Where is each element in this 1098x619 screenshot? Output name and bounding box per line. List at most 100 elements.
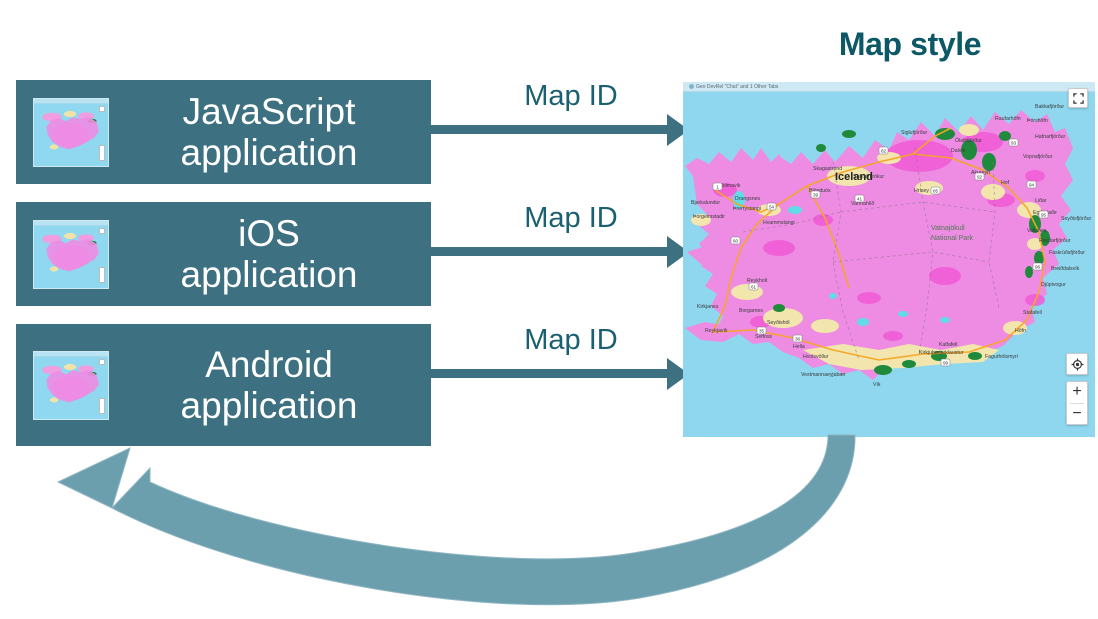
map-place-label: Kirkjubæjarklaustur bbox=[919, 350, 964, 356]
road-shield-label: 39 bbox=[813, 192, 819, 197]
road-shield-label: 54 bbox=[769, 204, 775, 209]
map-place-label: Skagaströnd bbox=[813, 166, 842, 172]
road-shield-label: 36 bbox=[795, 336, 801, 341]
thumb-tabbar bbox=[34, 220, 108, 226]
thumb-island-shape bbox=[40, 361, 102, 410]
zoom-separator bbox=[1070, 402, 1084, 404]
map-park-label-line1: Vatnajökull bbox=[931, 225, 965, 232]
thumb-zoom-controls-icon bbox=[99, 397, 105, 414]
app-label-line2: application bbox=[180, 132, 358, 173]
road-shield bbox=[810, 190, 821, 199]
road-shield bbox=[940, 358, 951, 367]
app-box-label: JavaScript application bbox=[109, 91, 431, 174]
map-place-label: Vallanes bbox=[1027, 228, 1047, 234]
map-place-label: Stafafell bbox=[1023, 310, 1042, 316]
app-label-line2: application bbox=[180, 385, 358, 426]
thumb-fullscreen-icon bbox=[99, 227, 105, 234]
road-shield bbox=[1032, 262, 1043, 271]
road-shield-label: 85 bbox=[933, 188, 939, 193]
map-thumbnail-icon bbox=[33, 97, 109, 167]
app-box-android[interactable]: Android application bbox=[16, 324, 431, 446]
tab-favicon-icon bbox=[689, 84, 694, 90]
map-place-label: Seyðisfjörður bbox=[1061, 215, 1092, 222]
map-place-label: Vopnafjörður bbox=[1023, 153, 1053, 160]
map-place-label: Þorgeirsstadir bbox=[693, 214, 725, 220]
map-place-label: Selfoss bbox=[755, 334, 772, 340]
thumb-island-shape bbox=[40, 108, 102, 157]
road-shield-label: 93 bbox=[1011, 140, 1017, 145]
thumb-zoom-controls-icon bbox=[99, 144, 105, 161]
map-place-label: Hrísey bbox=[914, 188, 929, 194]
map-place-label: Fáskrúðsfjörður bbox=[1049, 249, 1085, 256]
map-place-label: Hvolsvöllur bbox=[803, 354, 829, 360]
zoom-in-button[interactable]: + bbox=[1072, 383, 1082, 401]
road-shield bbox=[854, 194, 865, 203]
app-label-line1: JavaScript bbox=[182, 90, 356, 132]
map-place-label: Bakkafjörður bbox=[1035, 103, 1064, 110]
road-shield bbox=[930, 186, 941, 195]
map-place-label: Breiðdalsvík bbox=[1051, 265, 1080, 272]
road-shield bbox=[730, 236, 741, 245]
map-place-label: Raufarhöfn bbox=[995, 116, 1021, 122]
road-shield-label: 95 bbox=[1041, 212, 1047, 217]
map-place-label: Liðar bbox=[1035, 197, 1047, 204]
arrow-shaft bbox=[431, 369, 668, 378]
map-place-label: Holmavik bbox=[719, 183, 741, 189]
map-place-label: Djúpivogur bbox=[1041, 282, 1066, 288]
map-place-label: Fagurhólsmyri bbox=[985, 354, 1018, 360]
map-place-label: Hafnarfjörður bbox=[1035, 133, 1066, 140]
road-shield bbox=[766, 202, 777, 211]
road-shield bbox=[748, 282, 759, 291]
app-box-javascript[interactable]: JavaScript application bbox=[16, 80, 431, 184]
feedback-loop-arrow bbox=[56, 434, 856, 606]
thumb-fullscreen-icon bbox=[99, 358, 105, 365]
map-place-label: Þórshöfn bbox=[1027, 118, 1048, 124]
zoom-out-button[interactable]: − bbox=[1072, 404, 1082, 422]
thumb-tabbar bbox=[34, 351, 108, 357]
map-place-label: Seyðishól bbox=[767, 319, 790, 326]
map-place-label: Kirkjanes bbox=[697, 304, 719, 310]
zoom-controls[interactable]: + − bbox=[1066, 381, 1088, 425]
map-park-label-line2: National Park bbox=[931, 235, 974, 242]
map-place-label: Reykjavík bbox=[705, 328, 728, 334]
road-shield-label: 41 bbox=[857, 196, 863, 201]
browser-tabbar: Geo DevRel "Chat" and 1 Other Tabs bbox=[683, 82, 1095, 92]
map-place-label: Kalfafell bbox=[939, 342, 957, 348]
thumb-zoom-controls-icon bbox=[99, 266, 105, 283]
map-place-label: Vík bbox=[873, 382, 881, 388]
thumb-island-shape bbox=[40, 230, 102, 279]
map-country-label: Iceland bbox=[835, 171, 873, 183]
road-shield-label: 61 bbox=[751, 284, 757, 289]
app-box-label: iOS application bbox=[109, 213, 431, 296]
map-id-label: Map ID bbox=[524, 80, 618, 112]
map-place-label: Vestmannaeyjabær bbox=[801, 372, 846, 378]
map-thumbnail-icon bbox=[33, 219, 109, 289]
road-shield-label: 96 bbox=[1035, 264, 1041, 269]
road-shield-label: 82 bbox=[881, 148, 887, 153]
thumb-tabbar bbox=[34, 98, 108, 104]
app-label-line1: iOS bbox=[238, 212, 300, 254]
app-box-ios[interactable]: iOS application bbox=[16, 202, 431, 306]
map-place-label: Drangsnes bbox=[735, 196, 760, 202]
map-preview-panel[interactable]: Geo DevRel "Chat" and 1 Other Tabs bbox=[683, 82, 1095, 437]
road-shield-label: 94 bbox=[1029, 182, 1035, 187]
map-place-label: Hella bbox=[793, 344, 805, 350]
road-shield-label: 60 bbox=[733, 238, 739, 243]
road-shield bbox=[878, 146, 889, 155]
page-title: Map style bbox=[838, 26, 982, 62]
fullscreen-icon[interactable] bbox=[1068, 88, 1088, 108]
map-place-label: Höfn bbox=[1015, 328, 1026, 334]
map-place-label: Þrerrystangi bbox=[733, 206, 761, 212]
map-place-label: Sauðárkrókur bbox=[853, 173, 884, 180]
road-shield bbox=[1026, 180, 1037, 189]
map-place-label: Hof bbox=[1001, 180, 1010, 186]
map-place-label: Varmahlíð bbox=[851, 200, 874, 207]
road-shield bbox=[792, 334, 803, 343]
road-shield-label: 99 bbox=[943, 360, 949, 365]
road-shield bbox=[756, 326, 767, 335]
arrow-shaft bbox=[431, 247, 668, 256]
app-box-label: Android application bbox=[109, 344, 431, 427]
map-place-label: Bjarkalundur bbox=[691, 200, 720, 206]
geolocate-icon[interactable] bbox=[1066, 353, 1088, 375]
